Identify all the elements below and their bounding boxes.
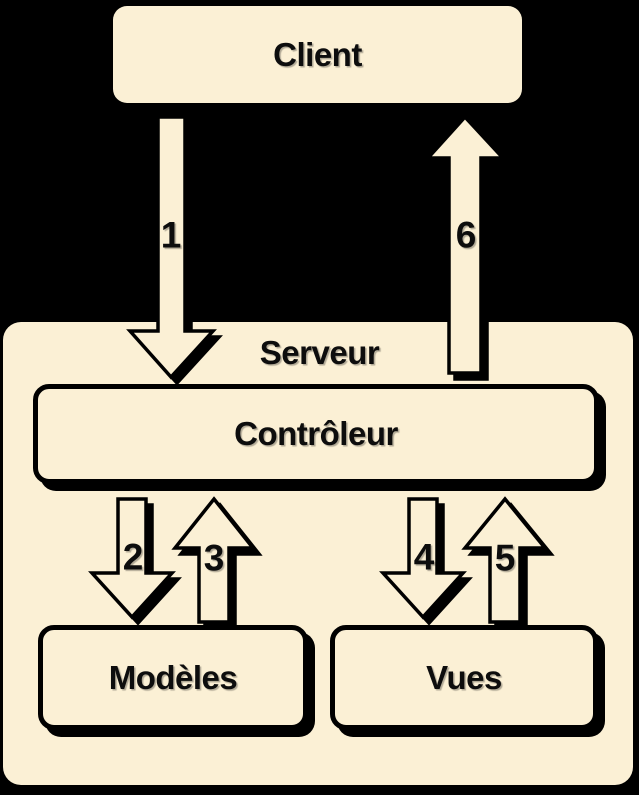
node-modeles-label: Modèles xyxy=(108,658,238,696)
node-client-label: Client xyxy=(273,35,362,73)
node-vues: Vues xyxy=(330,625,598,730)
arrow-label-5: 5 xyxy=(494,537,516,579)
node-serveur-label: Serveur xyxy=(259,334,380,371)
node-client: Client xyxy=(113,6,522,103)
node-controleur: Contrôleur xyxy=(33,384,599,484)
node-controleur-label: Contrôleur xyxy=(234,415,398,452)
arrow-label-6: 6 xyxy=(455,214,477,256)
arrow-label-3: 3 xyxy=(203,537,225,579)
arrow-label-1: 1 xyxy=(160,214,182,256)
arrow-label-2: 2 xyxy=(122,536,144,578)
node-modeles: Modèles xyxy=(38,625,308,730)
arrow-label-4: 4 xyxy=(413,536,435,578)
node-vues-label: Vues xyxy=(426,658,502,696)
